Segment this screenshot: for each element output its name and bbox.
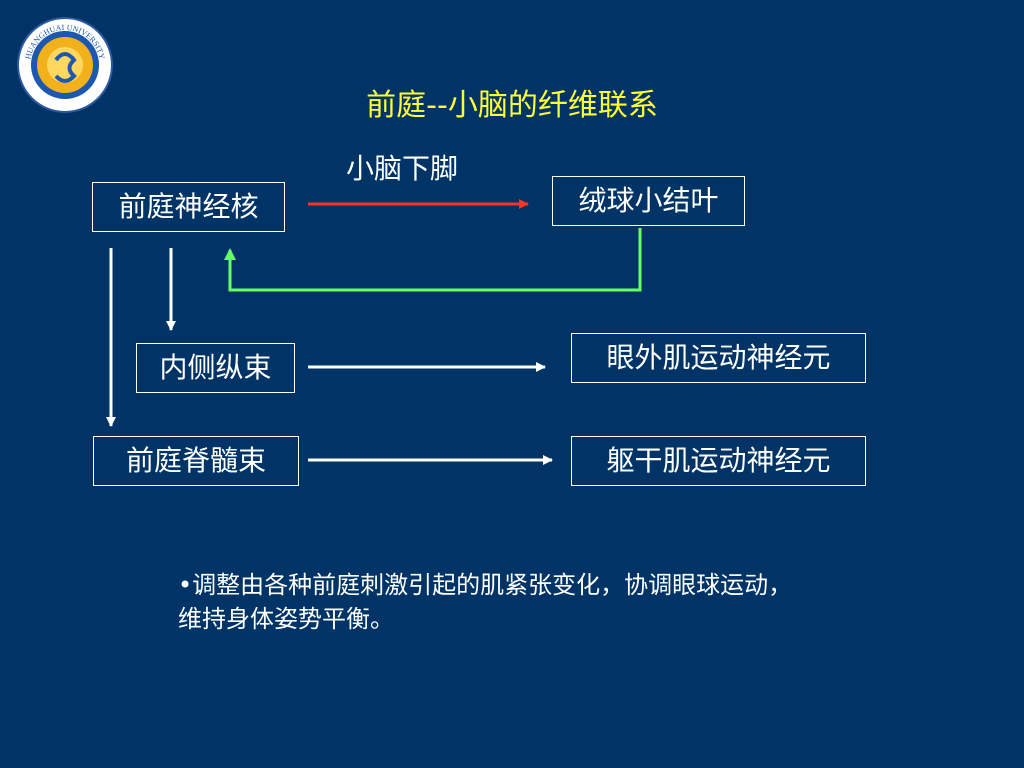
node-extraocular-motor-neurons: 眼外肌运动神经元 — [571, 333, 866, 383]
university-seal-icon: HUANGHUAI UNIVERSITY — [16, 16, 114, 114]
node-vestibular-nucleus: 前庭神经核 — [92, 182, 285, 232]
node-flocculonodular-lobe: 绒球小结叶 — [552, 176, 745, 226]
arrow-flocculonodular-feedback — [224, 228, 642, 292]
note-bullet: • — [178, 571, 193, 599]
summary-note: •调整由各种前庭刺激引起的肌紧张变化，协调眼球运动，维持身体姿势平衡。 — [178, 568, 798, 636]
slide-title: 前庭--小脑的纤维联系 — [366, 88, 658, 123]
note-text: 调整由各种前庭刺激引起的肌紧张变化，协调眼球运动，维持身体姿势平衡。 — [178, 571, 793, 633]
node-vestibulospinal-tract: 前庭脊髓束 — [93, 436, 299, 486]
node-medial-longitudinal-fasciculus: 内侧纵束 — [136, 343, 295, 393]
node-trunk-motor-neurons: 躯干肌运动神经元 — [571, 436, 866, 486]
edge-label-inferior-peduncle: 小脑下脚 — [346, 152, 459, 185]
